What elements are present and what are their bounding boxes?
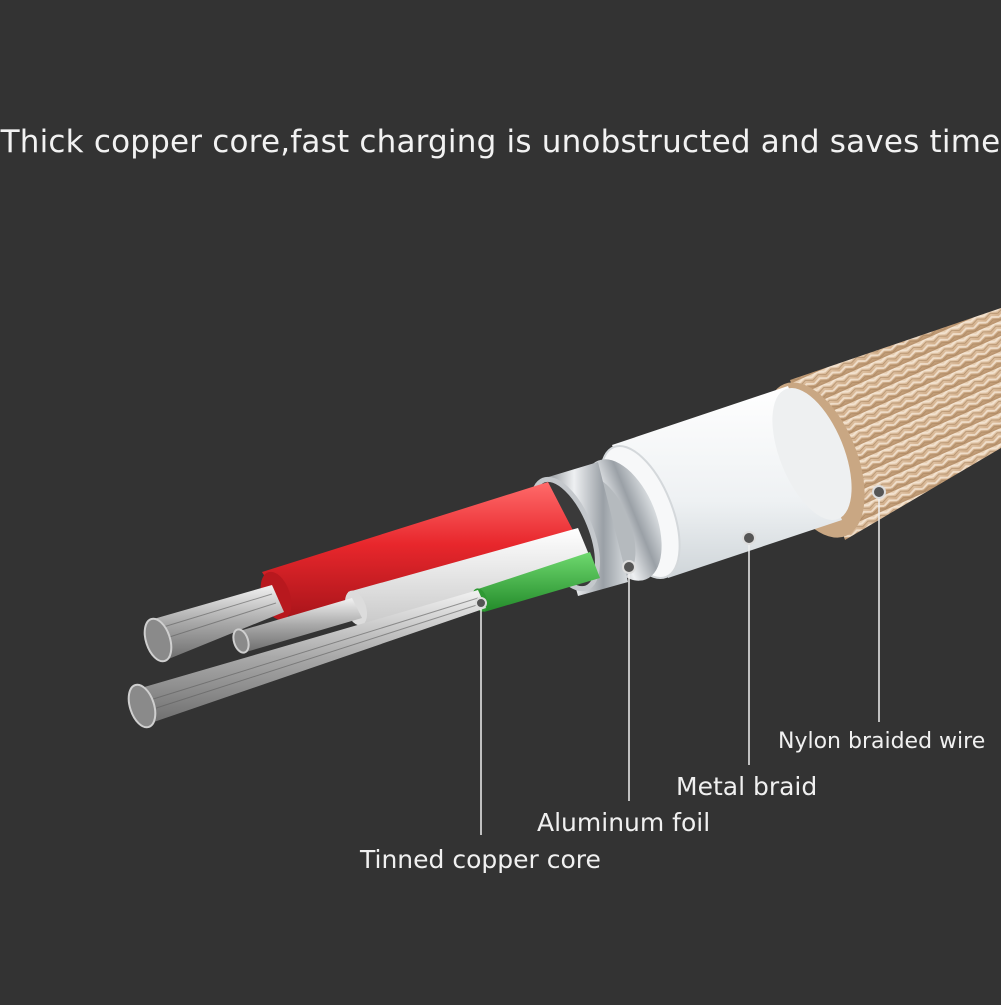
callout-leaders — [480, 492, 880, 835]
copper-strands — [127, 585, 486, 729]
callout-dots — [475, 485, 886, 609]
label-tinned-copper-core: Tinned copper core — [360, 845, 601, 874]
headline: Thick copper core,fast charging is unobs… — [0, 124, 1001, 160]
label-aluminum-foil: Aluminum foil — [537, 808, 711, 837]
label-metal-braid: Metal braid — [676, 772, 818, 801]
label-nylon-braided-wire: Nylon braided wire — [778, 729, 986, 754]
